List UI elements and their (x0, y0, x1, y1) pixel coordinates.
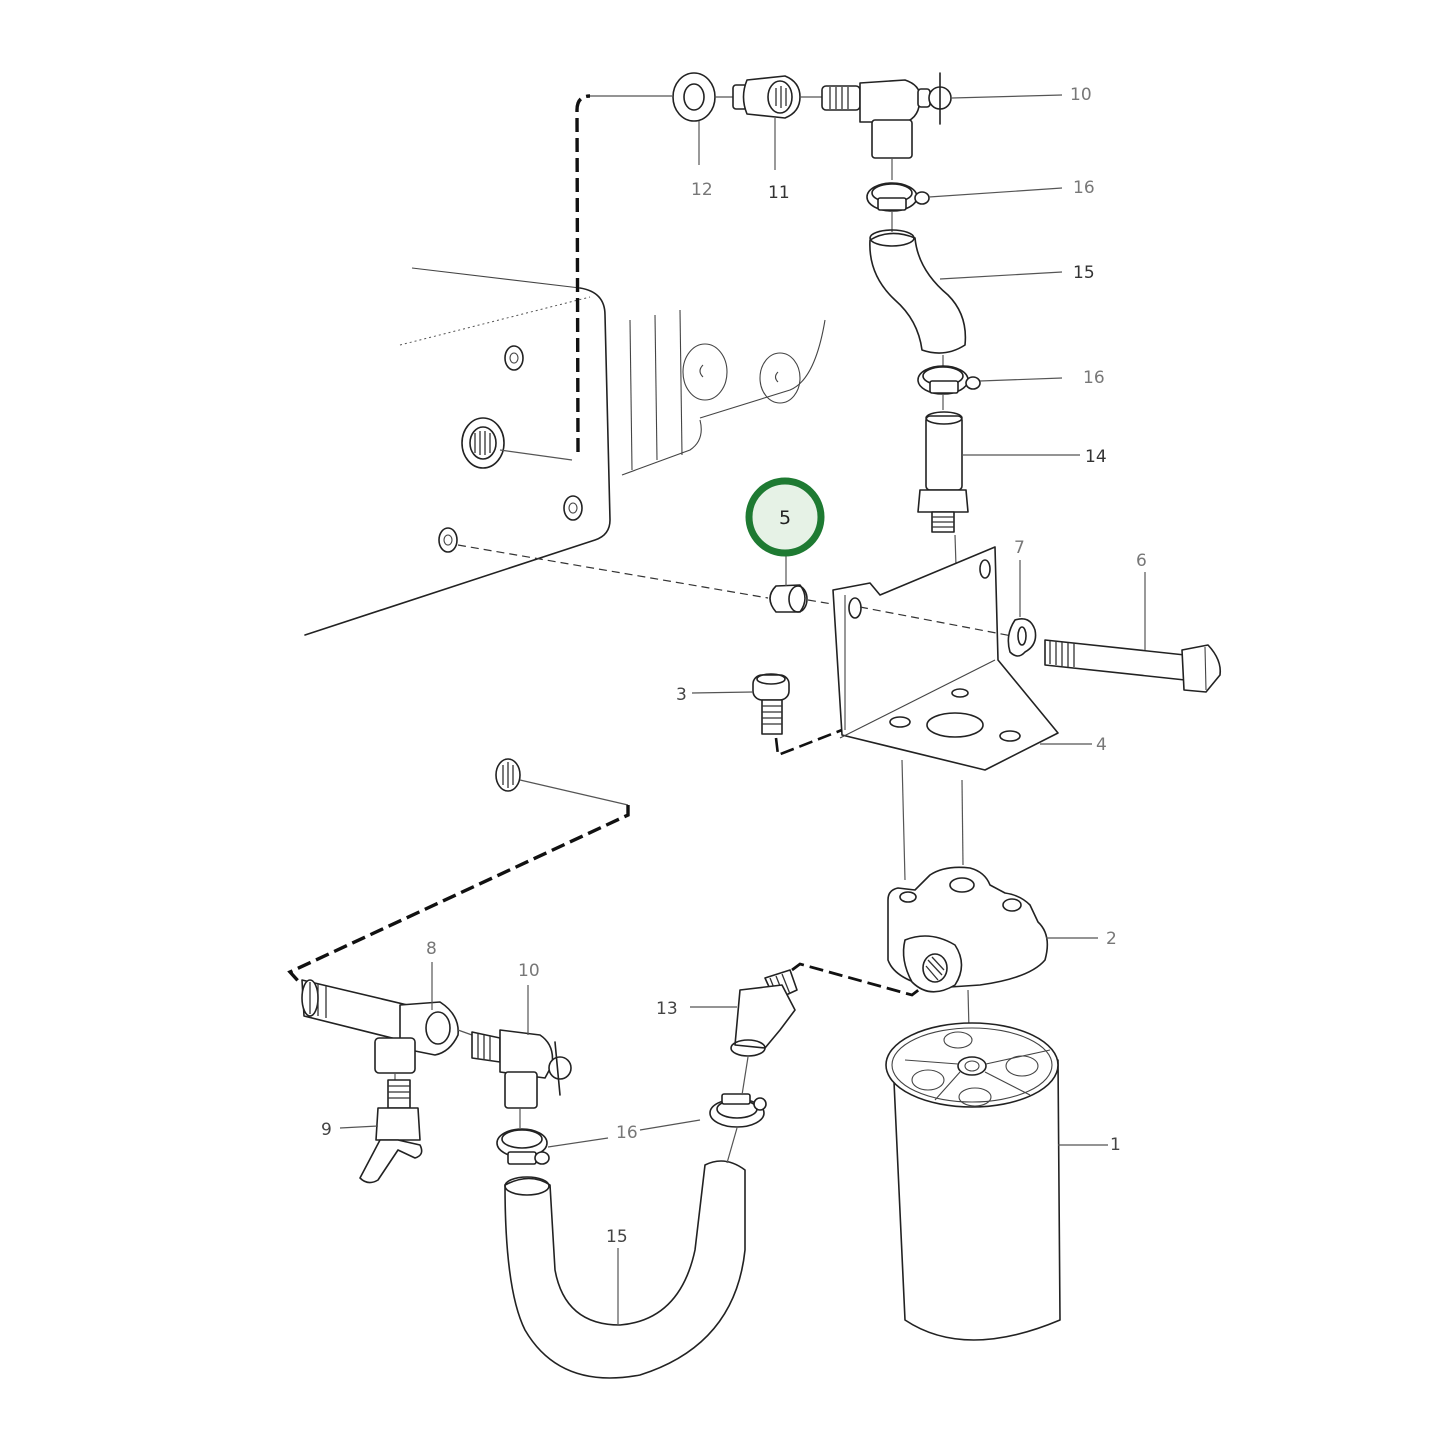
plate-bolt-hole (504, 345, 524, 371)
callout-13: 13 (656, 999, 678, 1019)
callout-15-upper: 15 (1073, 263, 1095, 283)
callout-16-lower: 16 (616, 1123, 638, 1143)
callout-16-middle: 16 (1083, 368, 1105, 388)
callout-labels: 12 11 10 16 15 16 14 7 6 3 4 2 8 10 13 9… (321, 85, 1147, 1247)
callout-6: 6 (1136, 551, 1147, 571)
callout-3: 3 (676, 685, 687, 705)
part-8-adapter-tee (301, 962, 459, 1074)
callout-15-lower: 15 (606, 1227, 628, 1247)
part-5-axis-line (457, 544, 769, 599)
highlighted-callout-5[interactable]: 5 (745, 477, 825, 557)
callout-10-lower: 10 (518, 961, 540, 981)
plate-bolt-hole (563, 495, 583, 521)
part-16-hose-clamp-upper (866, 182, 1063, 232)
part-12-sealing-washer (672, 72, 716, 165)
plate-bolt-hole (438, 527, 458, 553)
callout-11: 11 (768, 183, 790, 203)
callout-7: 7 (1014, 538, 1025, 558)
callout-1: 1 (1110, 1135, 1121, 1155)
part-3-socket-head-screw (691, 673, 790, 735)
pipe-route-upper (575, 94, 591, 453)
part-10-valve-tee-lower (471, 985, 572, 1109)
callout-9: 9 (321, 1120, 332, 1140)
callout-12: 12 (691, 180, 713, 200)
pipe-route-lower (287, 805, 630, 985)
block-lower-port (495, 758, 521, 792)
callout-5: 5 (779, 507, 791, 529)
engine-block-outline (304, 267, 826, 636)
pipe-route-filter-head (791, 962, 926, 997)
part-16-hose-clamp-middle (917, 365, 1063, 395)
callout-8: 8 (426, 939, 437, 959)
plate-oil-port (461, 417, 505, 469)
part-2-filter-head (887, 866, 1098, 993)
callout-2: 2 (1106, 929, 1117, 949)
part-7-lock-washer (1007, 560, 1037, 657)
part-5-spacer-sleeve (769, 530, 808, 613)
callout-16-upper: 16 (1073, 178, 1095, 198)
callout-4: 4 (1096, 735, 1107, 755)
callout-10-upper: 10 (1070, 85, 1092, 105)
part-14-hose-nipple (917, 411, 1080, 533)
part-6-hex-bolt (1044, 572, 1222, 693)
part-15-hose-lower (504, 1160, 746, 1379)
part-9-drain-cock (339, 1079, 423, 1184)
part-13-hose-nipple-elbow (690, 969, 798, 1057)
part-11-union-nut (732, 75, 801, 170)
part-4-mounting-bracket (832, 546, 1092, 771)
part-16-hose-clamp-lower-right (709, 1093, 767, 1128)
part-1-oil-filter (885, 1022, 1108, 1341)
part-15-hose-upper (869, 229, 1063, 354)
callout-14: 14 (1085, 447, 1107, 467)
highlight-ring[interactable] (745, 477, 825, 557)
part-10-valve-tee-upper (821, 72, 1063, 180)
part-16-hose-clamp-lower-left (496, 1119, 701, 1165)
screw-route (774, 728, 843, 757)
